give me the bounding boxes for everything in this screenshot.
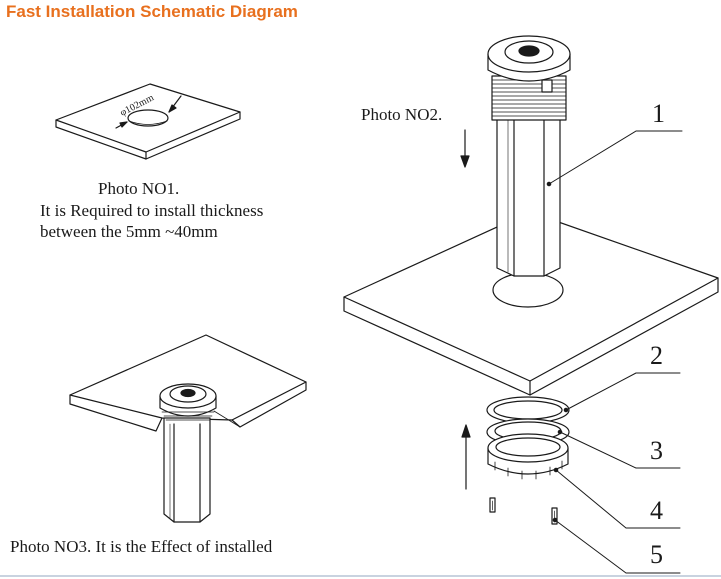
part-number-5: 5 xyxy=(650,540,663,569)
socket-column xyxy=(487,35,571,277)
part-number-1: 1 xyxy=(652,99,665,128)
part-number-2: 2 xyxy=(650,341,663,370)
screw-icon xyxy=(489,497,558,525)
photo1-plate xyxy=(55,83,241,160)
part-number-4: 4 xyxy=(650,496,663,525)
photo1-line2: It is Required to install thickness xyxy=(40,201,264,220)
photo2-plate xyxy=(343,211,719,396)
bottom-rule xyxy=(0,575,721,577)
diagram-title: Fast Installation Schematic Diagram xyxy=(6,2,298,21)
part-number-3: 3 xyxy=(650,436,663,465)
ring-4 xyxy=(487,433,569,480)
arrow-up-icon xyxy=(461,424,471,490)
arrow-down-icon xyxy=(460,129,470,168)
photo1-caption: Photo NO1. xyxy=(98,179,180,198)
photo1-line3: between the 5mm ~40mm xyxy=(40,222,218,241)
leader-lines xyxy=(546,130,683,574)
photo2-caption: Photo NO2. xyxy=(361,105,443,124)
photo3-caption: Photo NO3. It is the Effect of installed xyxy=(10,537,273,556)
photo3-installed xyxy=(69,334,307,523)
